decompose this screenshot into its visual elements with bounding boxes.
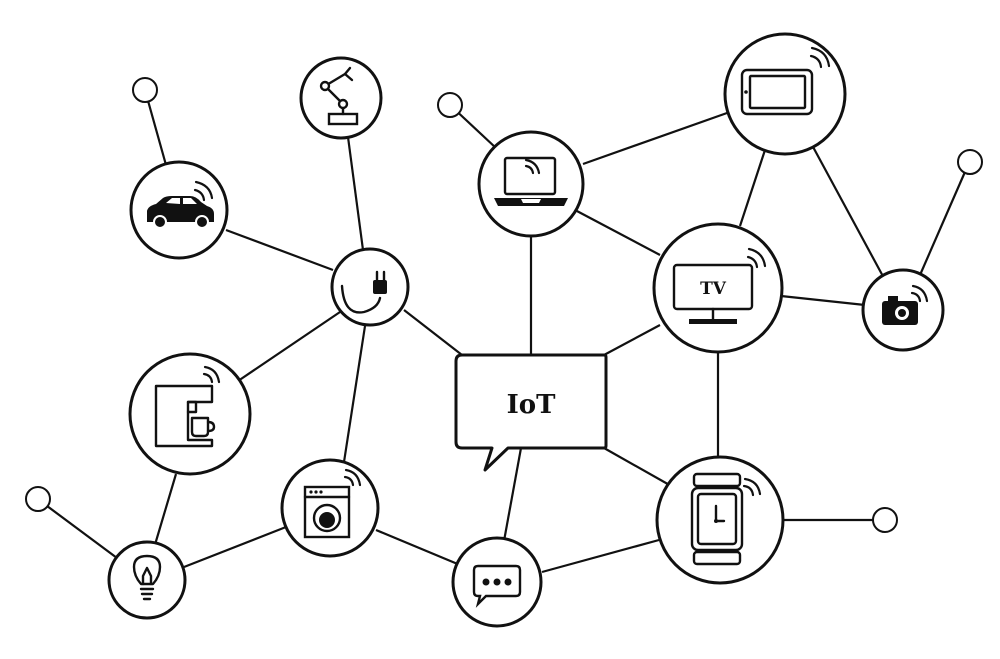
endpoint-dot	[132, 77, 158, 103]
edge-endpoint-bulb	[38, 499, 118, 559]
tablet-signal-icon	[809, 46, 831, 69]
chat-bubble-icon	[472, 564, 522, 608]
edge-tablet-camera	[811, 144, 886, 281]
edge-laptop-tv	[574, 209, 661, 256]
car-icon	[147, 196, 214, 229]
camera-node	[861, 268, 945, 352]
smartwatch-node	[655, 455, 785, 585]
endpoints	[25, 77, 983, 533]
smartwatch-icon	[690, 472, 744, 566]
lightbulb-node	[107, 540, 187, 620]
edge-iot-tv	[603, 324, 661, 356]
washing-machine-node	[280, 458, 380, 558]
coffee-machine-icon	[154, 384, 216, 448]
iot-hub-label: IoT	[507, 390, 557, 420]
car-node	[129, 160, 229, 260]
edge-chat-watch	[541, 538, 660, 574]
edge-laptop-tablet	[582, 111, 728, 166]
coffee-machine-node	[128, 352, 252, 476]
car-signal-icon	[193, 180, 214, 202]
edge-car-plug	[225, 228, 334, 272]
robot-arm-node	[299, 56, 383, 140]
tv-icon: TV	[672, 263, 754, 324]
tv-signal-icon	[746, 247, 767, 269]
edge-plug-coffee	[237, 311, 341, 382]
tv-label: TV	[700, 279, 727, 299]
edge-washer-chat	[375, 528, 461, 567]
endpoint-dot	[872, 507, 898, 533]
camera-signal-icon	[910, 284, 929, 303]
robot-arm-icon	[319, 66, 359, 126]
chat-node	[451, 536, 543, 628]
iot-hub: IoT	[454, 353, 608, 472]
endpoint-dot	[957, 149, 983, 175]
laptop-node	[477, 130, 585, 238]
washing-machine-signal-icon	[343, 468, 362, 487]
laptop-signal-icon	[524, 158, 541, 175]
plug-node	[330, 247, 410, 327]
edge-tv-camera	[780, 294, 866, 307]
edge-plug-iot	[403, 309, 463, 356]
tablet-icon	[740, 68, 814, 116]
edge-bulb-washer	[183, 525, 287, 569]
washing-machine-icon	[303, 485, 351, 539]
smartwatch-signal-icon	[742, 477, 762, 497]
edge-camera-endpoint	[918, 164, 970, 276]
tablet-node	[723, 32, 847, 156]
edge-coffee-bulb	[152, 473, 178, 549]
edge-plug-washer	[342, 325, 367, 463]
laptop-icon	[494, 156, 568, 206]
edge-iot-chat	[502, 447, 523, 542]
tv-node: TV	[652, 222, 784, 354]
connections	[38, 89, 970, 574]
edge-robot-plug	[346, 136, 365, 251]
lightbulb-icon	[132, 554, 162, 601]
camera-icon	[882, 296, 918, 325]
endpoint-dot	[25, 486, 51, 512]
coffee-machine-signal-icon	[202, 365, 221, 384]
edge-tablet-tv	[738, 149, 767, 227]
endpoint-dot	[437, 92, 463, 118]
edge-iot-watch	[603, 447, 674, 488]
plug-icon	[340, 270, 387, 314]
